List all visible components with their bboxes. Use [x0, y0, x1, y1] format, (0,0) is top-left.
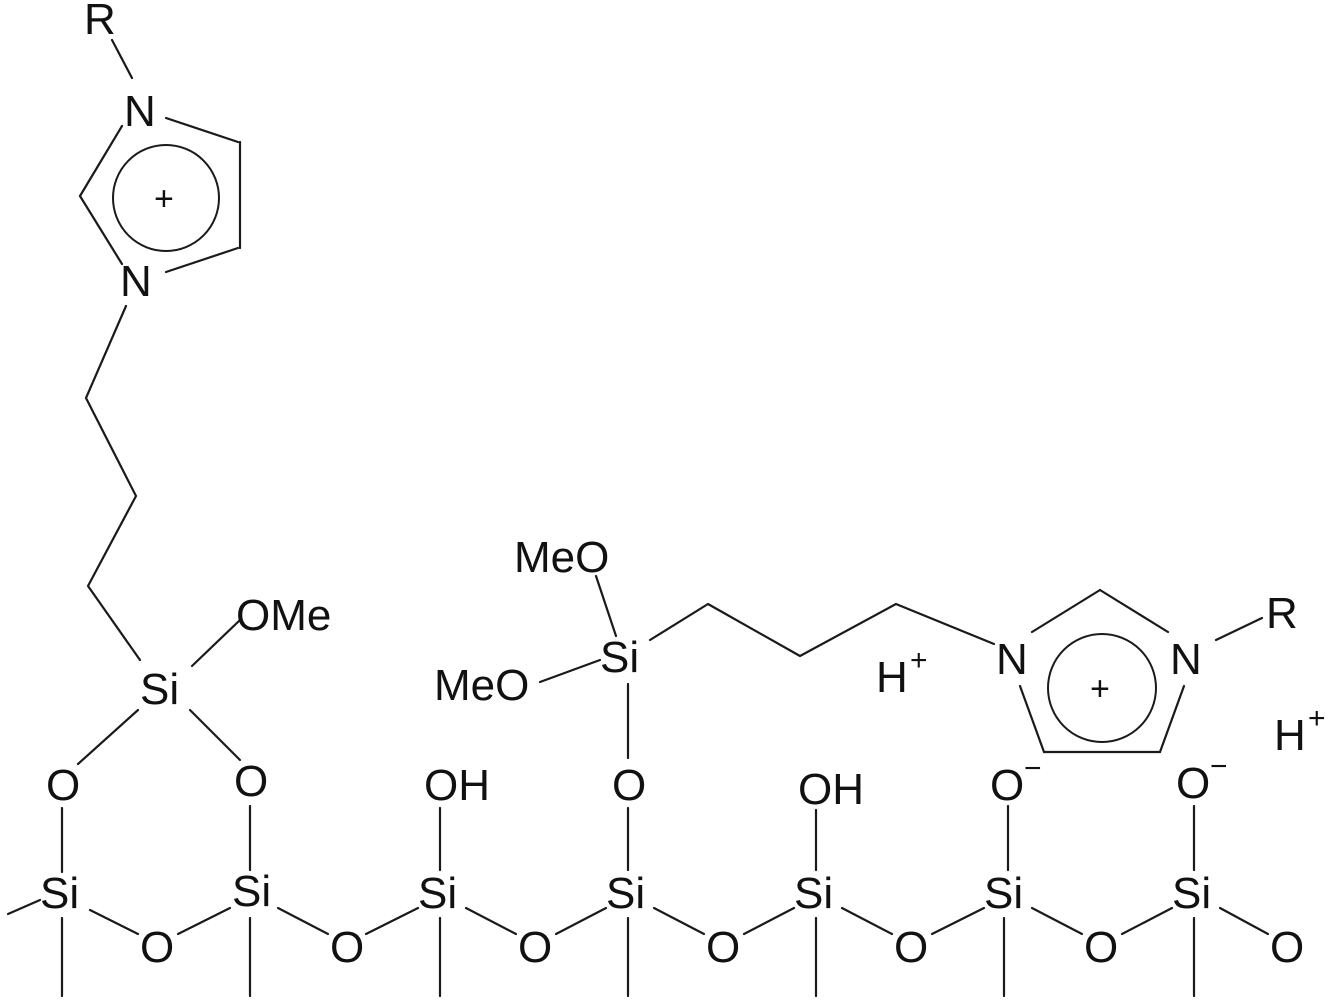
- label-si-b1: Si: [40, 869, 79, 918]
- ring-bond-1: [164, 116, 240, 144]
- label-o-b6: O: [1084, 923, 1118, 972]
- label-si-b5: Si: [794, 869, 833, 918]
- label-si-b2: Si: [232, 867, 271, 916]
- left-propyl-chain: [84, 304, 142, 662]
- label-h-plus-2: H: [1274, 711, 1306, 760]
- bond-ob6-si7: [1120, 906, 1174, 936]
- label-si-b6: Si: [984, 869, 1023, 918]
- bond-si-ome: [190, 618, 242, 668]
- bond-si6-ob6: [1030, 906, 1084, 936]
- label-si-left: Si: [140, 665, 179, 714]
- label-oh-1: OH: [424, 761, 490, 810]
- label-o-1: O: [46, 761, 80, 810]
- label-n-top-1: N: [124, 87, 156, 136]
- bond-ob4-si5: [742, 906, 796, 936]
- left-aromatic-circle: [112, 144, 220, 252]
- bond-si1-ob1: [88, 908, 140, 936]
- bond-si3-ob3: [464, 906, 518, 936]
- atom-labels: R N + N OMe Si MeO MeO Si H + N + N R H …: [40, 0, 1326, 972]
- label-h-plus-2-sup: +: [1308, 702, 1326, 735]
- bond-ob2-si3: [364, 906, 420, 936]
- left-silane-group: [76, 618, 242, 766]
- label-o-b2: O: [330, 923, 364, 972]
- label-h-plus-1-sup: +: [910, 644, 928, 677]
- label-ring-charge-right: +: [1090, 670, 1110, 708]
- bond-ob1-si2: [176, 906, 232, 936]
- label-h-plus-1: H: [876, 653, 908, 702]
- label-o-2: O: [234, 757, 268, 806]
- label-o-minus-1-sup: −: [1024, 752, 1042, 785]
- bond-meo-lower-si: [538, 658, 602, 684]
- bond-si5-ob5: [840, 906, 894, 936]
- left-imidazolium-group: [78, 38, 242, 662]
- bond-end-left: [6, 898, 42, 916]
- bond-meo-upper-si: [594, 574, 618, 638]
- siloxane-backbone-bonds: [6, 898, 1270, 936]
- label-o-b1: O: [140, 923, 174, 972]
- ring-bond-r3: [1018, 684, 1046, 754]
- label-r-right: R: [1266, 589, 1298, 638]
- bond-n-r-right: [1214, 616, 1264, 642]
- label-si-b3: Si: [418, 869, 457, 918]
- bond-si-o2: [188, 708, 242, 762]
- ring-bond-4: [78, 124, 124, 198]
- label-o-b7: O: [1270, 923, 1304, 972]
- upper-substituent-bonds: [60, 804, 1196, 874]
- label-n-right-1: N: [996, 635, 1028, 684]
- bond-si7-ob7: [1218, 906, 1270, 936]
- ring-bond-r2: [1098, 588, 1170, 634]
- bond-ob5-si6: [930, 906, 986, 936]
- right-aromatic-circle: [1047, 633, 1157, 743]
- label-si-b7: Si: [1172, 869, 1211, 918]
- label-meo-upper: MeO: [514, 533, 609, 582]
- label-o-minus-2: O: [1176, 759, 1210, 808]
- right-imidazolium-group: [1018, 588, 1264, 754]
- label-oh-2: OH: [798, 765, 864, 814]
- label-r-top: R: [84, 0, 116, 44]
- label-o-b3: O: [518, 923, 552, 972]
- label-si-b4: Si: [606, 869, 645, 918]
- ring-bond-r5: [1158, 684, 1186, 754]
- bond-si2-ob2: [276, 906, 330, 936]
- right-propyl-chain: [648, 602, 996, 658]
- label-o-b5: O: [894, 923, 928, 972]
- label-meo-lower: MeO: [434, 661, 529, 710]
- label-n-right-2: N: [1170, 635, 1202, 684]
- label-o-minus-2-sup: −: [1210, 750, 1228, 783]
- label-ring-charge-left: +: [154, 180, 174, 218]
- siloxane-stub-bonds: [60, 916, 1196, 998]
- bond-r-n-top: [110, 38, 134, 80]
- label-ome-left: OMe: [236, 591, 331, 640]
- bond-si-o1: [76, 708, 140, 766]
- label-o-minus-1: O: [990, 761, 1024, 810]
- label-si-right: Si: [600, 633, 639, 682]
- ring-bond-r1: [1030, 588, 1102, 634]
- right-silane-group: [538, 574, 996, 760]
- bond-si4-ob4: [652, 906, 706, 936]
- ring-bond-5: [78, 194, 124, 266]
- label-o-3: O: [612, 761, 646, 810]
- label-n-top-2: N: [120, 257, 152, 306]
- label-o-b4: O: [706, 923, 740, 972]
- ring-bond-3: [164, 246, 240, 274]
- bond-ob3-si4: [554, 906, 608, 936]
